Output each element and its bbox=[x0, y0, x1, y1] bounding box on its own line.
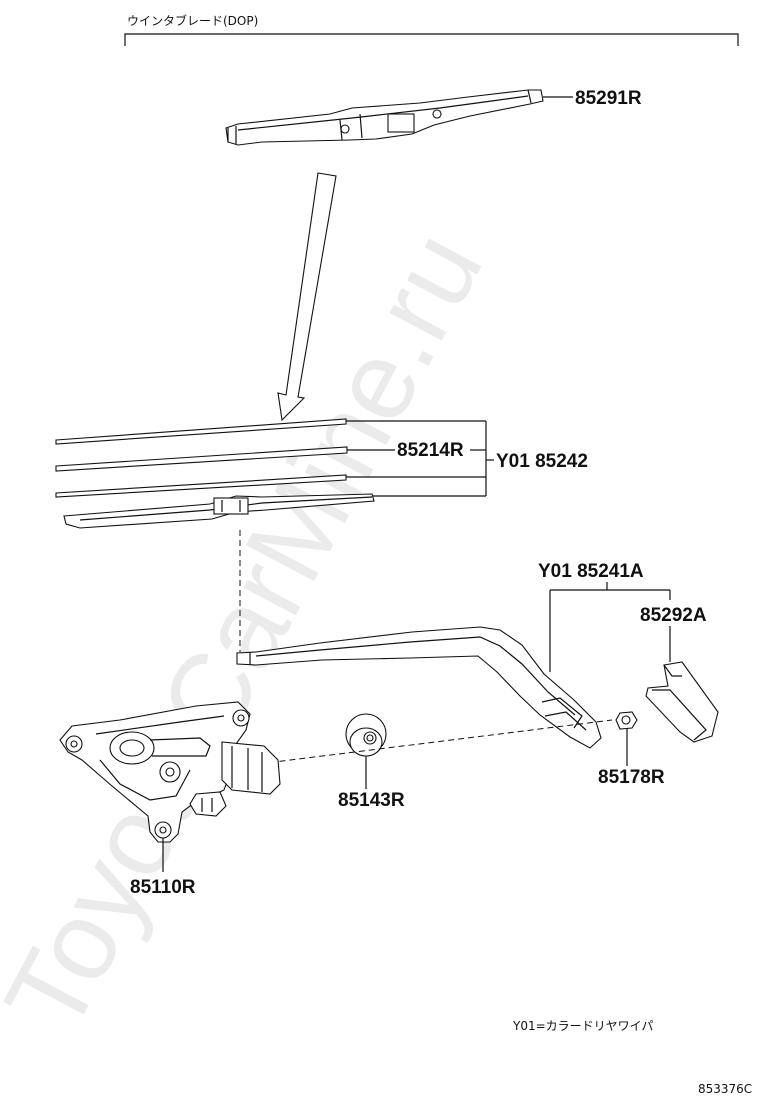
label-85178R: 85178R bbox=[598, 767, 665, 788]
wiper-blade bbox=[63, 493, 375, 529]
connection-line-axis bbox=[209, 719, 613, 771]
diagram-code: 853376C bbox=[698, 1082, 752, 1096]
label-85110R: 85110R bbox=[130, 877, 196, 898]
header-title: ウインタブレード(DOP) bbox=[127, 13, 258, 28]
label-85242: Y01 85242 bbox=[496, 451, 588, 472]
bracket-85241A bbox=[549, 582, 671, 672]
winter-blade-85291R bbox=[225, 89, 544, 146]
label-85214R: 85214R bbox=[397, 440, 464, 461]
grommet-85143R bbox=[345, 713, 387, 757]
arm-cap-85292A bbox=[645, 661, 719, 743]
bracket-85242 bbox=[346, 420, 494, 497]
arrow-icon bbox=[277, 172, 337, 422]
footnote: Y01=カラードリヤワイパ bbox=[512, 1019, 653, 1033]
wiper-motor-85110R bbox=[59, 701, 281, 843]
header-bracket bbox=[124, 33, 739, 46]
label-85292A: 85292A bbox=[640, 605, 707, 626]
nut-85178R bbox=[615, 711, 638, 730]
label-85143R: 85143R bbox=[338, 790, 405, 811]
label-85241A: Y01 85241A bbox=[538, 561, 644, 582]
refill-set-85214R bbox=[55, 418, 348, 498]
label-85291R: 85291R bbox=[575, 88, 642, 109]
